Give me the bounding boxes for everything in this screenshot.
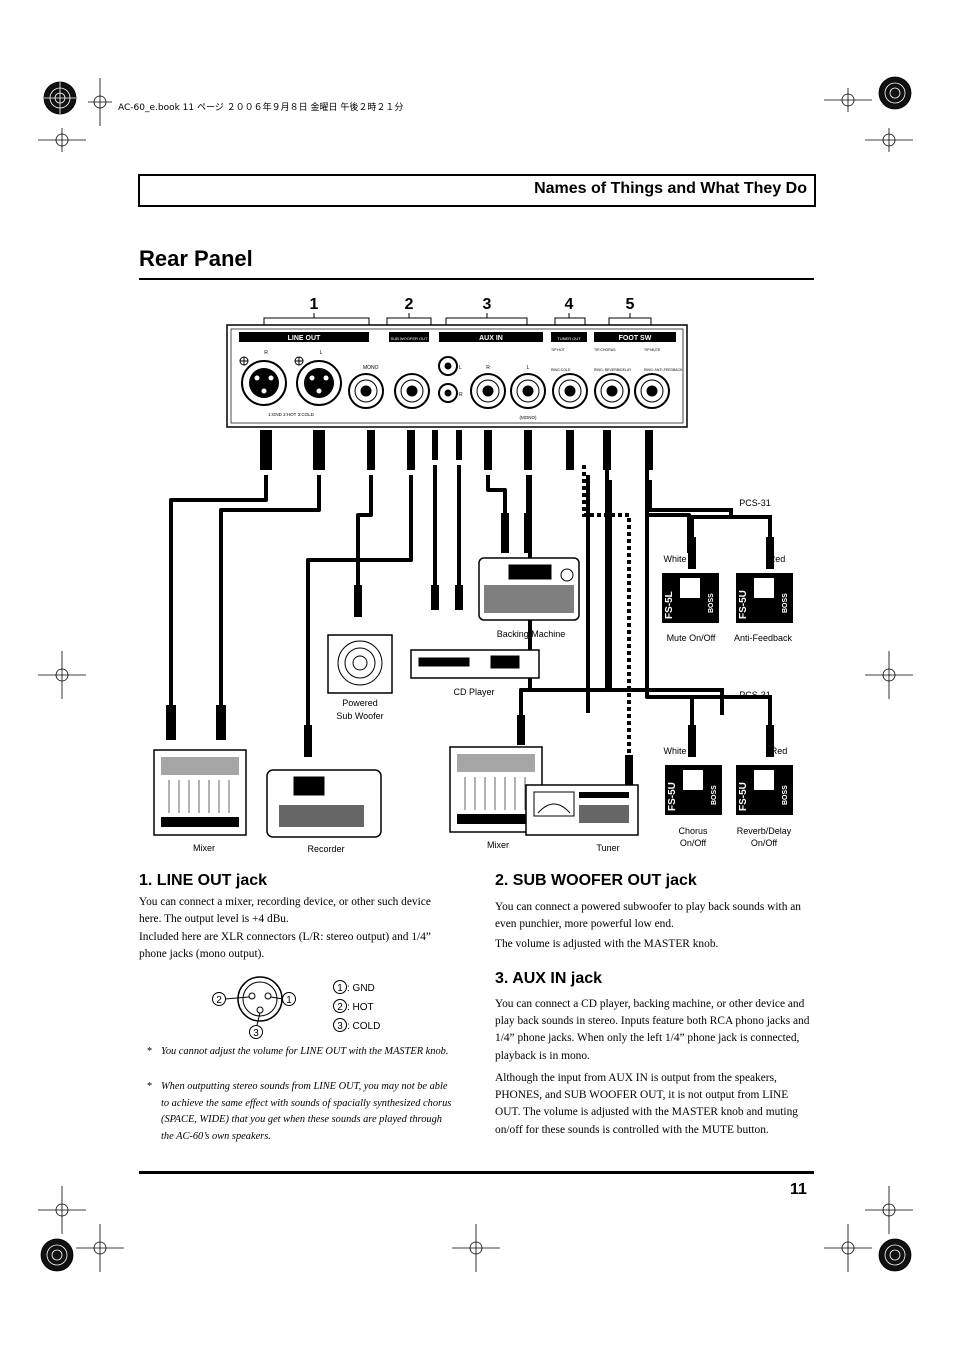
xlr-jacks: R L 1:GND 2:HOT 3:COLD: [239, 350, 342, 417]
sub-woofer-p1: You can connect a powered subwoofer to p…: [495, 901, 801, 931]
svg-text:1:GND 2:HOT 3:COLD: 1:GND 2:HOT 3:COLD: [268, 412, 314, 417]
line-out-p2: Included here are XLR connectors (L/R: s…: [139, 931, 431, 961]
label-chorus-2: On/Off: [680, 838, 707, 848]
svg-text:LINE OUT: LINE OUT: [288, 335, 321, 342]
svg-text:L: L: [459, 365, 462, 371]
label-pcs31-bottom: PCS-31: [739, 690, 771, 700]
title-rule: [139, 278, 814, 280]
svg-text:MONO: MONO: [363, 365, 379, 371]
label-backing-machine: Backing Machine: [497, 629, 566, 639]
svg-text:FS-5U: FS-5U: [738, 782, 749, 811]
svg-text:FS-5U: FS-5U: [738, 590, 749, 619]
note-1: *You cannot adjust the volume for LINE O…: [147, 1046, 449, 1057]
label-recorder: Recorder: [307, 844, 344, 854]
callout-2: 2: [405, 296, 414, 313]
svg-text:FOOT SW: FOOT SW: [619, 335, 652, 342]
aux-in-p1: You can connect a CD player, backing mac…: [495, 998, 810, 1062]
svg-text:R: R: [264, 350, 268, 356]
label-sub-woofer-2: Sub Woofer: [336, 711, 383, 721]
label-pcs31-top: PCS-31: [739, 498, 771, 508]
svg-text:2: 2: [216, 995, 222, 1006]
label-mute: Mute On/Off: [667, 633, 716, 643]
svg-text:(MONO): (MONO): [520, 415, 537, 420]
line-out-p1: You can connect a mixer, recording devic…: [139, 896, 431, 926]
label-white-bottom: White: [663, 746, 686, 756]
heading-aux-in: 3. AUX IN jack: [495, 970, 603, 987]
backing-machine-icon: [478, 557, 580, 621]
note-2: *When outputting stereo sounds from LINE…: [147, 1081, 452, 1142]
svg-text:L: L: [527, 365, 530, 371]
heading-line-out: 1. LINE OUT jack: [139, 872, 268, 889]
svg-text:SUB WOOFER OUT: SUB WOOFER OUT: [391, 336, 428, 341]
svg-text:BOSS: BOSS: [708, 593, 715, 613]
svg-text:TUNER OUT: TUNER OUT: [557, 336, 581, 341]
label-reverb-2: On/Off: [751, 838, 778, 848]
tuner-icon: [525, 784, 639, 836]
label-anti-feedback: Anti-Feedback: [734, 633, 793, 643]
section-header: Names of Things and What They Do: [534, 180, 807, 197]
bottom-rule: [139, 1171, 814, 1174]
xlr-pin-diagram: 2 1 3 1 : GND 2 : HOT 3 : COLD: [212, 976, 380, 1039]
label-cd-player: CD Player: [453, 687, 494, 697]
svg-text:BOSS: BOSS: [782, 785, 789, 805]
svg-text:FS-5U: FS-5U: [667, 782, 678, 811]
recorder-icon: [266, 769, 382, 838]
sub-woofer-icon: [327, 634, 393, 694]
svg-text:TIP:MUTE: TIP:MUTE: [644, 348, 661, 352]
svg-text:TIP:HOT: TIP:HOT: [551, 348, 566, 352]
svg-text:RING: ANTI-FEEDBACK: RING: ANTI-FEEDBACK: [644, 368, 683, 372]
label-red-top: Red: [769, 554, 786, 564]
label-sub-woofer-1: Powered: [342, 698, 378, 708]
mixer-left-icon: [153, 749, 247, 836]
svg-text:: COLD: : COLD: [347, 1021, 380, 1032]
sub-woofer-p2: The volume is adjusted with the MASTER k…: [495, 938, 719, 950]
label-mixer-left: Mixer: [193, 843, 215, 853]
svg-text:1: 1: [286, 995, 292, 1006]
svg-text:3: 3: [253, 1028, 259, 1039]
svg-text:: HOT: : HOT: [347, 1002, 374, 1013]
callout-5: 5: [626, 296, 635, 313]
svg-text:RING: REVERB/DELAY: RING: REVERB/DELAY: [594, 368, 632, 372]
page-number: 11: [790, 1181, 807, 1198]
page-title: Rear Panel: [139, 246, 253, 271]
callout-1: 1: [310, 296, 319, 313]
footswitch-icons: FS-5L BOSS FS-5U BOSS FS-5U BOSS FS-5U B…: [662, 573, 793, 815]
label-tuner: Tuner: [596, 843, 619, 853]
svg-text:L: L: [320, 350, 323, 356]
section-header-box: Names of Things and What They Do: [138, 174, 816, 207]
cd-player-icon: [410, 649, 540, 679]
label-white-top: White: [663, 554, 686, 564]
callout-3: 3: [483, 296, 492, 313]
svg-text:R: R: [486, 365, 490, 371]
label-chorus-1: Chorus: [678, 826, 708, 836]
svg-text:: GND: : GND: [347, 983, 375, 994]
svg-text:BOSS: BOSS: [782, 593, 789, 613]
svg-text:RING:COLD: RING:COLD: [551, 368, 571, 372]
svg-text:2: 2: [337, 1002, 343, 1013]
svg-text:TIP:CHORUS: TIP:CHORUS: [594, 348, 616, 352]
label-red-bottom: Red: [771, 746, 788, 756]
aux-in-p2: Although the input from AUX IN is output…: [495, 1072, 798, 1136]
svg-text:BOSS: BOSS: [711, 785, 718, 805]
rear-panel-diagram: 1 2 3 4 5 LINE OUT SUB WOOFER OUT AUX IN…: [153, 296, 793, 854]
svg-text:AUX IN: AUX IN: [479, 335, 503, 342]
svg-text:FS-5L: FS-5L: [664, 591, 675, 619]
heading-sub-woofer: 2. SUB WOOFER OUT jack: [495, 872, 697, 889]
callout-4: 4: [565, 296, 574, 313]
label-mixer-right: Mixer: [487, 840, 509, 850]
svg-text:3: 3: [337, 1021, 343, 1032]
file-header: AC-60_e.book 11 ページ ２００６年９月８日 金曜日 午後２時２１…: [118, 103, 404, 113]
svg-text:R: R: [459, 392, 463, 398]
svg-text:1: 1: [337, 983, 343, 994]
label-reverb-1: Reverb/Delay: [737, 826, 792, 836]
